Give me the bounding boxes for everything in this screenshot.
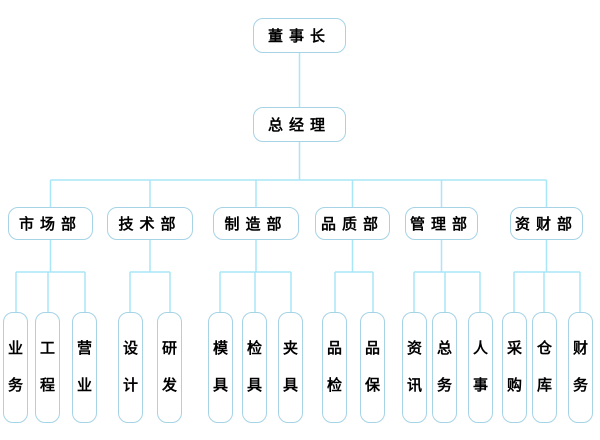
node-sub-purchasing: 采购 [502,312,527,423]
node-dept-marketing: 市场部 [8,207,93,240]
node-sub-sales: 营业 [72,312,97,423]
node-dept-manufacturing: 制造部 [213,207,299,240]
node-sub-general-affairs: 总务 [432,312,457,423]
node-sub-gauges: 检具 [242,312,267,423]
node-sub-accounting: 财务 [568,312,593,423]
node-sub-warehouse: 仓库 [532,312,557,423]
node-chairman: 董事长 [253,18,346,53]
node-sub-business: 业务 [3,312,28,423]
node-sub-engineering: 工程 [35,312,60,423]
node-sub-design: 设计 [118,312,143,423]
node-sub-rnd: 研发 [157,312,182,423]
node-sub-it: 资讯 [402,312,427,423]
node-sub-fixtures: 夹具 [278,312,303,423]
node-sub-quality-inspection: 品检 [322,312,347,423]
node-dept-finance: 资财部 [510,207,583,240]
node-dept-quality: 品质部 [315,207,390,240]
node-dept-management: 管理部 [405,207,478,240]
node-sub-hr: 人事 [468,312,493,423]
node-general-manager: 总经理 [253,107,346,142]
node-dept-technology: 技术部 [107,207,193,240]
node-sub-molds: 模具 [208,312,233,423]
node-sub-quality-assurance: 品保 [360,312,385,423]
